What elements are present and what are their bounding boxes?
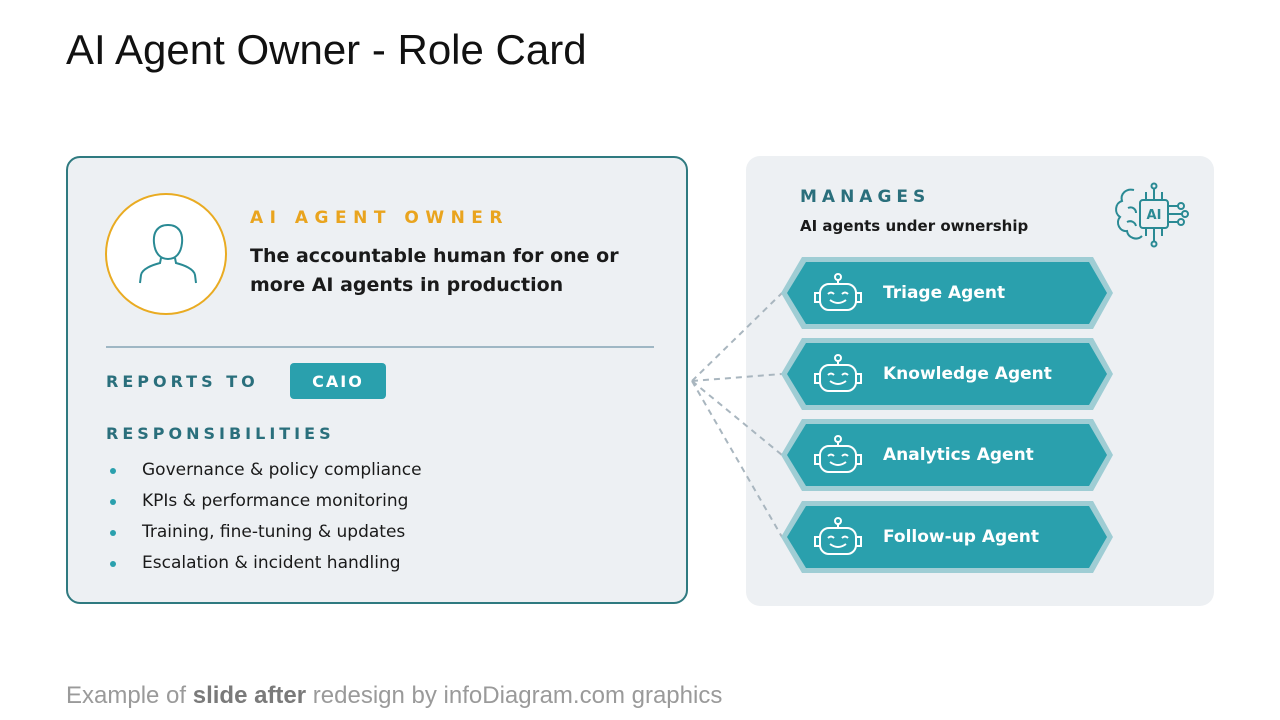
agent-analytics: Analytics Agent	[780, 418, 1114, 492]
agent-follow-up: Follow-up Agent	[780, 500, 1114, 574]
role-label: AI AGENT OWNER	[250, 208, 509, 228]
agent-knowledge: Knowledge Agent	[780, 337, 1114, 411]
person-icon	[139, 223, 197, 284]
bullet-icon	[110, 530, 116, 536]
footer-emphasis: slide after	[192, 682, 307, 709]
reports-to-label: REPORTS TO	[106, 372, 259, 391]
bullet-icon	[110, 561, 116, 567]
agent-triage: Triage Agent	[780, 256, 1114, 330]
responsibility-item: Training, fine-tuning & updates	[106, 517, 422, 548]
manages-label: MANAGES	[800, 187, 931, 207]
footer-prefix: Example of	[66, 682, 193, 709]
agent-banner-shape	[781, 419, 1113, 491]
agent-name: Follow-up Agent	[883, 527, 1039, 547]
responsibility-text: Governance & policy compliance	[142, 460, 422, 480]
connector-line	[691, 292, 783, 382]
ai-chip-icon: AI	[1115, 182, 1189, 248]
responsibility-text: KPIs & performance monitoring	[142, 491, 409, 511]
agent-name: Knowledge Agent	[883, 364, 1052, 384]
bullet-icon	[110, 499, 116, 505]
svg-text:AI: AI	[1147, 208, 1162, 223]
agent-banner-shape	[781, 338, 1113, 410]
responsibility-item: KPIs & performance monitoring	[106, 486, 422, 517]
robot-icon	[814, 435, 862, 473]
reports-to-badge: CAIO	[290, 363, 386, 399]
connector-line	[691, 380, 783, 456]
connector-line	[691, 373, 783, 382]
manages-subtitle: AI agents under ownership	[800, 217, 1029, 235]
robot-icon	[814, 354, 862, 392]
role-description: The accountable human for one or more AI…	[250, 245, 619, 296]
bullet-icon	[110, 468, 116, 474]
agent-name: Analytics Agent	[883, 445, 1034, 465]
agent-banner-shape	[781, 501, 1113, 573]
responsibility-item: Escalation & incident handling	[106, 548, 422, 579]
agent-banner-shape	[781, 257, 1113, 329]
divider	[106, 346, 654, 348]
page-title: AI Agent Owner - Role Card	[66, 26, 587, 73]
robot-icon	[814, 517, 862, 555]
responsibilities-label: RESPONSIBILITIES	[106, 424, 335, 443]
footer-caption: Example of slide after redesign by infoD…	[66, 682, 722, 710]
agent-name: Triage Agent	[883, 283, 1006, 303]
responsibility-item: Governance & policy compliance	[106, 455, 422, 486]
responsibility-text: Training, fine-tuning & updates	[142, 522, 406, 542]
responsibility-text: Escalation & incident handling	[142, 553, 401, 573]
footer-suffix: redesign by infoDiagram.com graphics	[306, 682, 723, 709]
responsibilities-list: Governance & policy compliance KPIs & pe…	[106, 455, 422, 579]
robot-icon	[814, 273, 862, 311]
connector-line	[691, 380, 783, 538]
avatar	[105, 193, 227, 315]
